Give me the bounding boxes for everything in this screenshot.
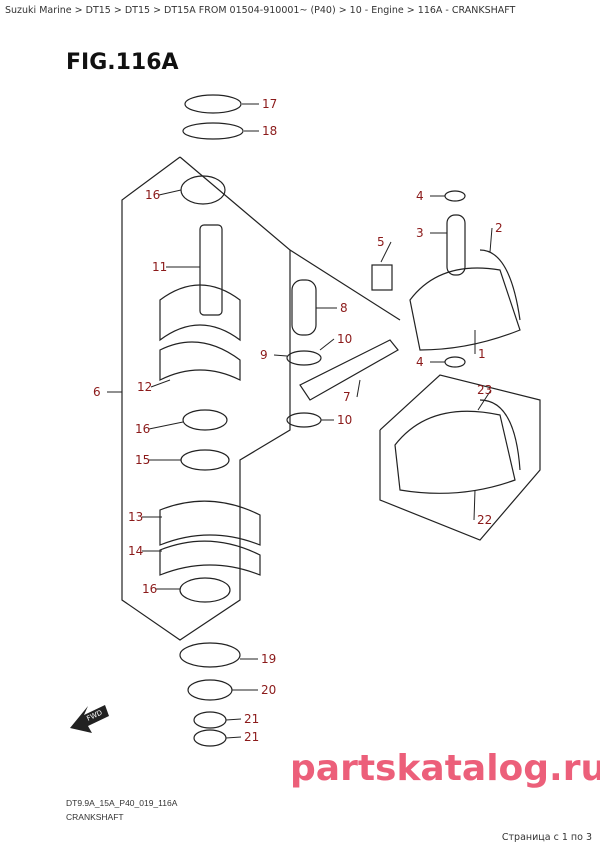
part-3	[446, 214, 466, 276]
callout-21[interactable]: 21	[244, 730, 259, 744]
callout-11[interactable]: 11	[152, 260, 167, 274]
leader-line	[380, 241, 392, 263]
group-outline-piston	[379, 374, 541, 541]
leader-line	[273, 354, 288, 357]
part-16-mid	[182, 409, 228, 431]
part-7	[299, 339, 399, 401]
part-21a	[193, 711, 227, 729]
part-22-piston	[394, 410, 516, 494]
callout-10[interactable]: 10	[337, 413, 352, 427]
diagram-caption: DT9.9A_15A_P40_019_116A CRANKSHAFT	[66, 796, 177, 824]
callout-16[interactable]: 16	[135, 422, 150, 436]
diagram-name: CRANKSHAFT	[66, 812, 124, 822]
leader-line	[225, 736, 242, 739]
callout-16[interactable]: 16	[142, 582, 157, 596]
part-4-bottom	[444, 356, 466, 368]
leader-line	[148, 421, 184, 430]
callout-1[interactable]: 1	[478, 347, 486, 361]
callout-8[interactable]: 8	[340, 301, 348, 315]
group-outline	[121, 156, 291, 641]
figure-title: FIG.116A	[66, 50, 179, 75]
part-10	[286, 412, 322, 428]
callout-16[interactable]: 16	[145, 188, 160, 202]
part-18	[182, 122, 244, 140]
part-5	[371, 264, 393, 291]
callout-19[interactable]: 19	[261, 652, 276, 666]
part-2-rings	[479, 249, 521, 321]
part-8	[291, 279, 317, 336]
part-15	[180, 449, 230, 471]
part-9	[286, 350, 322, 366]
callout-22[interactable]: 22	[477, 513, 492, 527]
part-13	[159, 500, 261, 546]
callout-15[interactable]: 15	[135, 453, 150, 467]
guide-line	[289, 249, 401, 321]
callout-4[interactable]: 4	[416, 355, 424, 369]
diagram-code: DT9.9A_15A_P40_019_116A	[66, 798, 178, 808]
part-16-bottom	[179, 577, 231, 603]
leader-line	[489, 227, 493, 253]
callout-18[interactable]: 18	[262, 124, 277, 138]
leader-line	[158, 189, 182, 196]
callout-4[interactable]: 4	[416, 189, 424, 203]
callout-13[interactable]: 13	[128, 510, 143, 524]
callout-17[interactable]: 17	[262, 97, 277, 111]
breadcrumb: Suzuki Marine > DT15 > DT15 > DT15A FROM…	[5, 5, 516, 16]
part-11-shaft	[199, 224, 223, 316]
callout-14[interactable]: 14	[128, 544, 143, 558]
part-1-piston	[409, 267, 521, 351]
callout-21[interactable]: 21	[244, 712, 259, 726]
callout-9[interactable]: 9	[260, 348, 268, 362]
part-20	[187, 679, 233, 701]
callout-2[interactable]: 2	[495, 221, 503, 235]
part-4-top	[444, 190, 466, 202]
part-17	[184, 94, 242, 114]
part-14	[159, 540, 261, 576]
leader-line	[150, 379, 171, 388]
leader-line	[319, 338, 335, 351]
callout-6[interactable]: 6	[93, 385, 101, 399]
pagination: Страница с 1 по 3	[501, 832, 592, 843]
callout-3[interactable]: 3	[416, 226, 424, 240]
part-21b	[193, 729, 227, 747]
watermark: partskatalog.ru	[290, 748, 600, 789]
callout-5[interactable]: 5	[377, 235, 385, 249]
fwd-arrow-icon: FWD	[70, 705, 109, 733]
callout-12[interactable]: 12	[137, 380, 152, 394]
part-12-web-lower	[159, 341, 241, 381]
callout-20[interactable]: 20	[261, 683, 276, 697]
callout-7[interactable]: 7	[343, 390, 351, 404]
leader-line	[225, 718, 242, 721]
leader-line	[477, 389, 492, 411]
part-12-web	[159, 284, 241, 342]
part-19	[179, 642, 241, 668]
part-23-rings	[479, 399, 521, 471]
callout-10[interactable]: 10	[337, 332, 352, 346]
leader-line	[473, 489, 476, 521]
callout-23[interactable]: 23	[477, 383, 492, 397]
leader-line	[356, 379, 361, 398]
